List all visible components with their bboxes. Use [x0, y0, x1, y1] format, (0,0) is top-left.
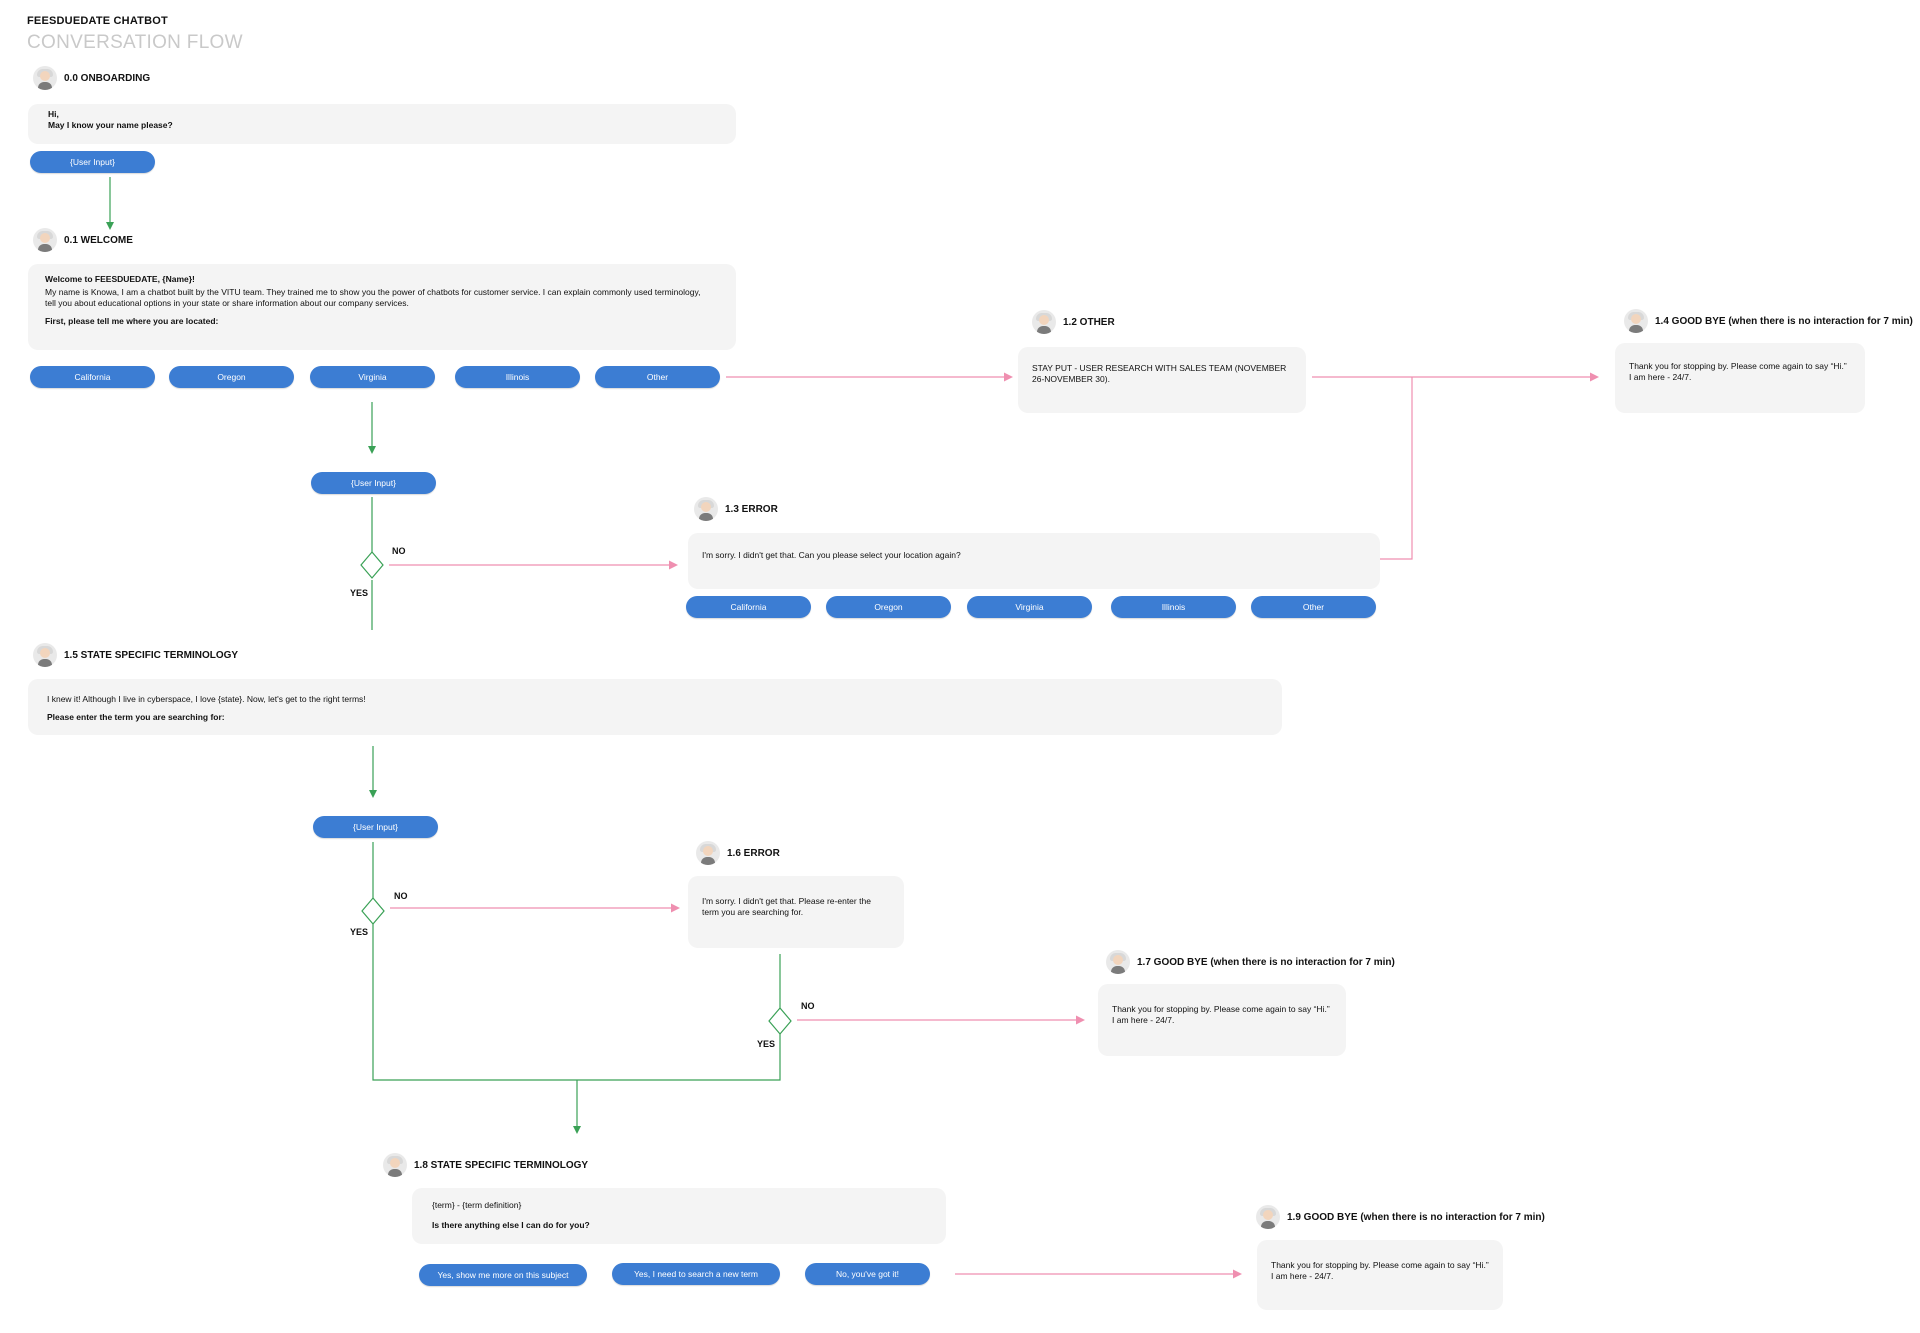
bot-avatar-icon — [1106, 950, 1130, 974]
node-header-onboarding: 0.0 ONBOARDING — [33, 66, 150, 90]
bot-avatar-icon — [1256, 1205, 1280, 1229]
option-button-new-term[interactable]: Yes, I need to search a new term — [612, 1263, 780, 1285]
node-title: 1.8 STATE SPECIFIC TERMINOLOGY — [414, 1159, 589, 1171]
location-button-other[interactable]: Other — [595, 366, 720, 388]
option-button-done[interactable]: No, you've got it! — [805, 1263, 930, 1285]
node-title: 1.6 ERROR — [727, 847, 780, 859]
location-button-california[interactable]: California — [30, 366, 155, 388]
node-title: 1.5 STATE SPECIFIC TERMINOLOGY — [64, 649, 239, 661]
node-title: 1.9 GOOD BYE (when there is no interacti… — [1287, 1211, 1545, 1223]
message-bubble-terminology-1-8: {term} - {term definition} Is there anyt… — [412, 1188, 946, 1244]
option-button-show-more[interactable]: Yes, show me more on this subject — [419, 1264, 587, 1286]
location-button-virginia[interactable]: Virginia — [310, 366, 435, 388]
node-header-other: 1.2 OTHER — [1032, 310, 1115, 334]
diagram-subtitle: CONVERSATION FLOW — [27, 32, 243, 53]
message-line: Is there anything else I can do for you? — [432, 1220, 590, 1230]
message-bubble-terminology-1-5: I knew it! Although I live in cyberspace… — [28, 679, 1282, 735]
node-title: 1.2 OTHER — [1063, 316, 1115, 328]
node-header-goodbye-1-7: 1.7 GOOD BYE (when there is no interacti… — [1106, 950, 1395, 974]
message-line: I'm sorry. I didn't get that. Can you pl… — [702, 550, 961, 560]
message-bubble-goodbye-1-9: Thank you for stopping by. Please come a… — [1257, 1240, 1503, 1310]
location-button-california[interactable]: California — [686, 596, 811, 618]
message-bubble-error-1-6: I'm sorry. I didn't get that. Please re-… — [688, 876, 904, 948]
location-button-oregon[interactable]: Oregon — [826, 596, 951, 618]
node-title: 1.3 ERROR — [725, 503, 778, 515]
message-line: STAY PUT - USER RESEARCH WITH SALES TEAM… — [1032, 363, 1287, 384]
bot-avatar-icon — [383, 1153, 407, 1177]
bot-avatar-icon — [33, 643, 57, 667]
bot-avatar-icon — [696, 841, 720, 865]
decision-yes-label: YES — [350, 588, 369, 598]
node-header-terminology-1-8: 1.8 STATE SPECIFIC TERMINOLOGY — [383, 1153, 588, 1177]
message-bubble-welcome: Welcome to FEESDUEDATE, {Name}! My name … — [28, 264, 736, 350]
message-line: I'm sorry. I didn't get that. Please re-… — [702, 896, 871, 917]
message-line: First, please tell me where you are loca… — [45, 316, 219, 326]
decision-diamond-error16 — [768, 1007, 792, 1035]
message-bubble-other: STAY PUT - USER RESEARCH WITH SALES TEAM… — [1018, 347, 1306, 413]
location-button-virginia[interactable]: Virginia — [967, 596, 1092, 618]
node-header-welcome: 0.1 WELCOME — [33, 228, 133, 252]
node-title: 1.7 GOOD BYE (when there is no interacti… — [1137, 956, 1395, 968]
diagram-title: FEESDUEDATE CHATBOT — [27, 15, 168, 27]
decision-no-label: NO — [392, 546, 406, 556]
message-line: Hi, — [48, 109, 59, 119]
message-line: Thank you for stopping by. Please come a… — [1271, 1260, 1489, 1281]
node-header-error-1-3: 1.3 ERROR — [694, 497, 778, 521]
bot-avatar-icon — [1624, 309, 1648, 333]
node-header-error-1-6: 1.6 ERROR — [696, 841, 780, 865]
node-title: 1.4 GOOD BYE (when there is no interacti… — [1655, 315, 1913, 327]
location-button-illinois[interactable]: Illinois — [1111, 596, 1236, 618]
node-header-goodbye-1-4: 1.4 GOOD BYE (when there is no interacti… — [1624, 309, 1913, 333]
user-input-button[interactable]: {User Input} — [313, 816, 438, 838]
message-line: {term} - {term definition} — [432, 1200, 522, 1210]
location-button-illinois[interactable]: Illinois — [455, 366, 580, 388]
message-bubble-onboarding: Hi, May I know your name please? — [28, 104, 736, 144]
message-line: Thank you for stopping by. Please come a… — [1112, 1004, 1330, 1025]
message-line: I knew it! Although I live in cyberspace… — [47, 694, 366, 704]
message-bubble-error-1-3: I'm sorry. I didn't get that. Can you pl… — [688, 533, 1380, 589]
message-line: My name is Knowa, I am a chatbot built b… — [45, 287, 701, 308]
line-error13-to-goodbye — [1380, 377, 1413, 560]
location-button-other[interactable]: Other — [1251, 596, 1376, 618]
location-button-oregon[interactable]: Oregon — [169, 366, 294, 388]
message-line: May I know your name please? — [48, 120, 173, 130]
decision-no-label: NO — [394, 891, 408, 901]
message-line: Please enter the term you are searching … — [47, 712, 225, 722]
bot-avatar-icon — [33, 66, 57, 90]
decision-yes-label: YES — [350, 927, 369, 937]
message-line: Welcome to FEESDUEDATE, {Name}! — [45, 274, 195, 284]
bot-avatar-icon — [694, 497, 718, 521]
message-bubble-goodbye-1-4: Thank you for stopping by. Please come a… — [1615, 343, 1865, 413]
bot-avatar-icon — [1032, 310, 1056, 334]
node-header-terminology-1-5: 1.5 STATE SPECIFIC TERMINOLOGY — [33, 643, 238, 667]
decision-diamond-term — [361, 897, 385, 925]
node-title: 0.1 WELCOME — [64, 234, 133, 246]
bot-avatar-icon — [33, 228, 57, 252]
user-input-button[interactable]: {User Input} — [30, 151, 155, 173]
node-header-goodbye-1-9: 1.9 GOOD BYE (when there is no interacti… — [1256, 1205, 1545, 1229]
message-bubble-goodbye-1-7: Thank you for stopping by. Please come a… — [1098, 984, 1346, 1056]
decision-yes-label: YES — [757, 1039, 776, 1049]
user-input-button[interactable]: {User Input} — [311, 472, 436, 494]
decision-diamond-location — [360, 551, 384, 579]
node-title: 0.0 ONBOARDING — [64, 72, 151, 84]
message-line: Thank you for stopping by. Please come a… — [1629, 361, 1847, 382]
decision-no-label: NO — [801, 1001, 815, 1011]
